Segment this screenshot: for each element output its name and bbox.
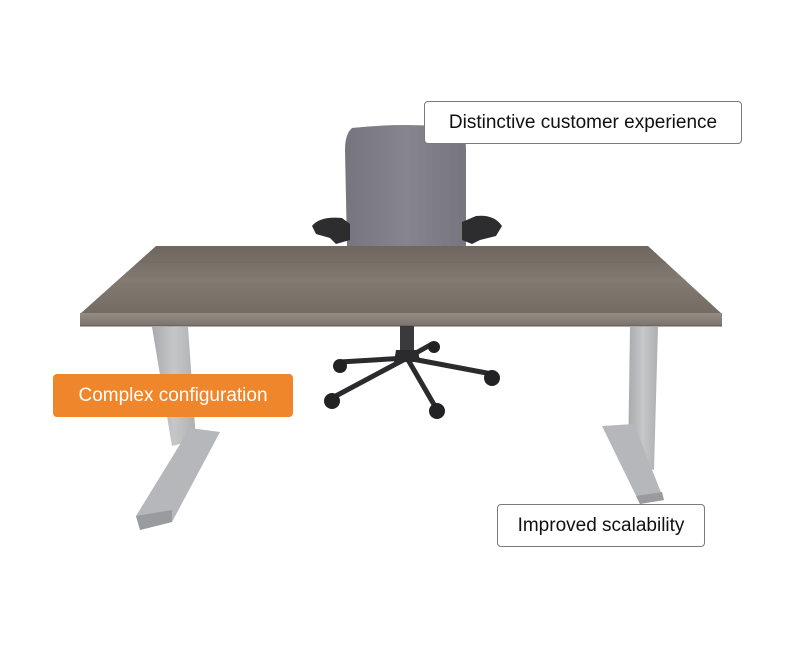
chair-caster <box>484 370 500 386</box>
chair-caster <box>429 403 445 419</box>
chair-right-armrest <box>462 215 502 244</box>
callout-distinctive-customer-experience: Distinctive customer experience <box>424 101 742 144</box>
chair-caster <box>333 359 347 373</box>
callout-improved-scalability: Improved scalability <box>497 504 705 547</box>
chair-left-armrest <box>312 217 350 244</box>
desk-front-edge <box>80 313 722 326</box>
chair-caster <box>324 393 340 409</box>
desk-left-foot <box>136 428 220 530</box>
office-chair <box>312 125 502 246</box>
desk-right-foot <box>602 424 664 504</box>
chair-base <box>324 326 500 419</box>
chair-caster <box>428 341 440 353</box>
chair-backrest <box>345 125 466 246</box>
callout-complex-configuration: Complex configuration <box>53 374 293 417</box>
chair-gas-lift <box>400 326 414 352</box>
